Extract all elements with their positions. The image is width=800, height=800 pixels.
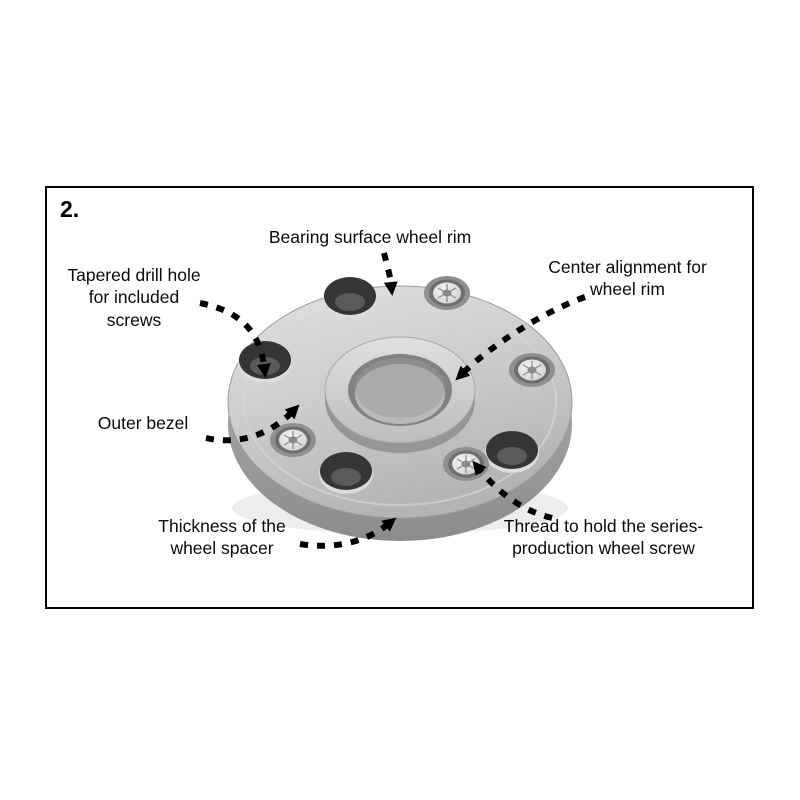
label-center-alignment: Center alignment for wheel rim [548,257,707,300]
label-tapered-drill-hole: Tapered drill hole for included screws [67,265,201,330]
label-thickness: Thickness of the wheel spacer [158,516,286,559]
step-number: 2. [60,196,80,222]
label-bearing-surface: Bearing surface wheel rim [268,227,472,247]
label-thread: Thread to hold the series- production wh… [503,516,704,559]
label-outer-bezel: Outer bezel [97,413,189,433]
